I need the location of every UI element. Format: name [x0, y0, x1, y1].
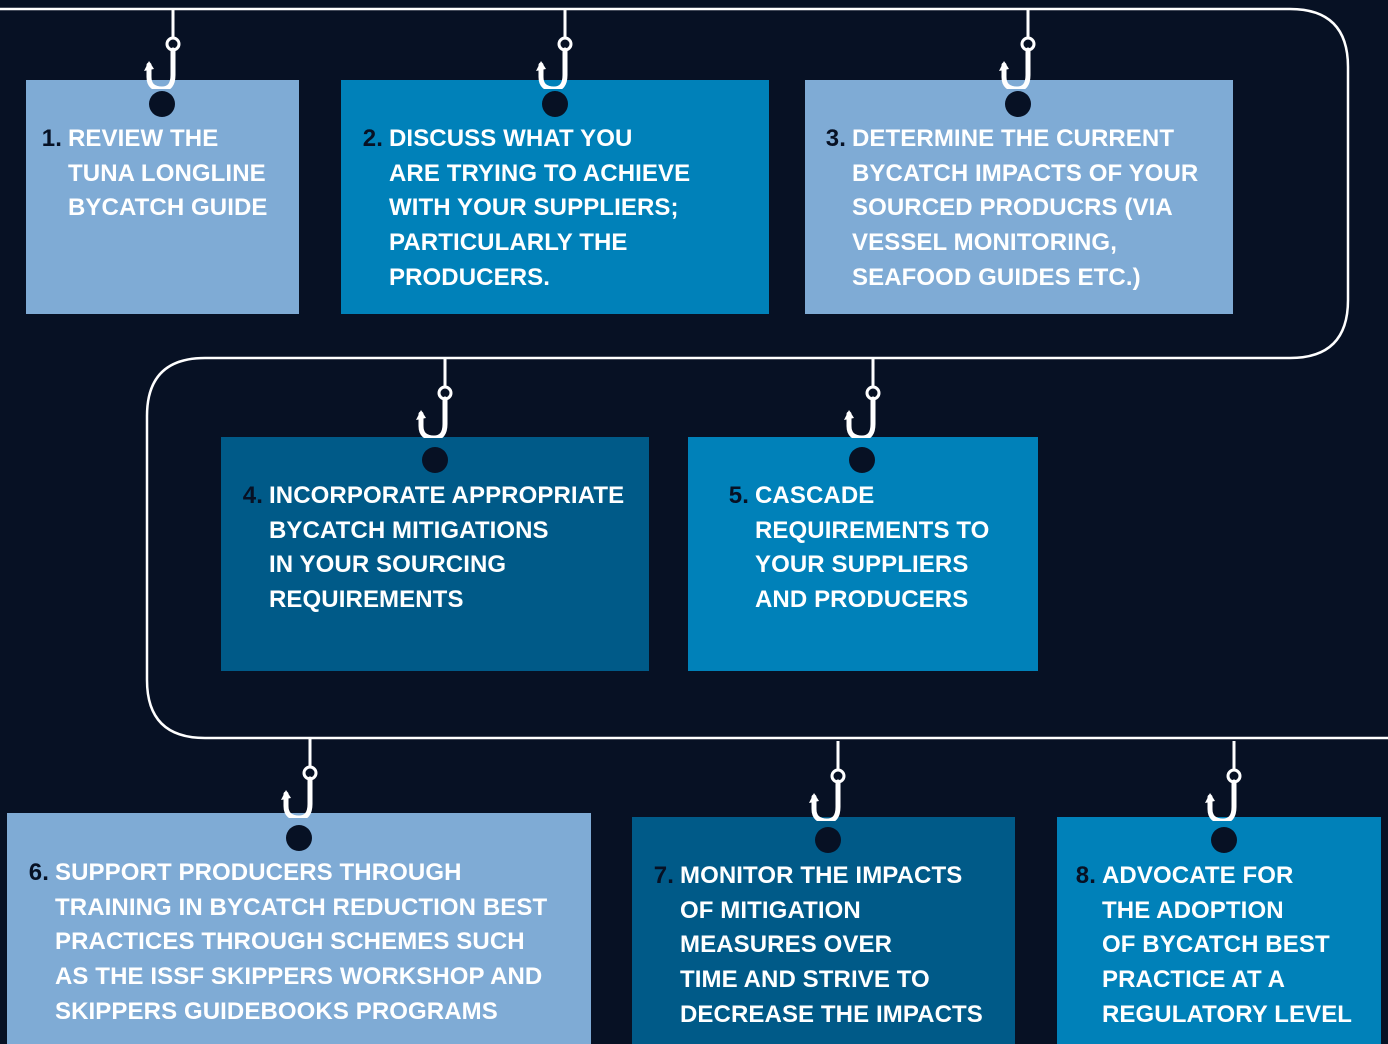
step-8-line-5: REGULATORY LEVEL	[1102, 1000, 1353, 1028]
step-6-box: 6. SUPPORT PRODUCERS THROUGH TRAINING IN…	[7, 813, 591, 1044]
fish-hook-icon	[536, 9, 573, 89]
step-4-line-3: IN YOUR SOURCING	[269, 551, 507, 579]
step-8-number: 8.	[1075, 862, 1096, 889]
step-2-line-2: ARE TRYING TO ACHIEVE	[389, 159, 691, 187]
step-7-line-1: MONITOR THE IMPACTS	[680, 862, 963, 889]
step-1-line-2: TUNA LONGLINE	[68, 159, 266, 187]
step-5-line-4: AND PRODUCERS	[755, 586, 969, 614]
step-2-line-5: PRODUCERS.	[389, 263, 551, 291]
fish-hook-icon	[281, 738, 318, 818]
step-5-line-2: REQUIREMENTS TO	[755, 516, 990, 544]
step-7-line-2: OF MITIGATION	[680, 896, 861, 924]
step-2-line-1: DISCUSS WHAT YOU	[389, 125, 633, 152]
step-1-line-3: BYCATCH GUIDE	[68, 194, 268, 222]
step-2-line-3: WITH YOUR SUPPLIERS;	[389, 194, 679, 222]
step-6-line-5: SKIPPERS GUIDEBOOKS PROGRAMS	[55, 997, 498, 1025]
step-3-line-1: DETERMINE THE CURRENT	[852, 125, 1175, 152]
fish-hook-icon	[844, 358, 881, 438]
step-3-box: 3. DETERMINE THE CURRENT BYCATCH IMPACTS…	[805, 80, 1233, 314]
step-4-line-2: BYCATCH MITIGATIONS	[269, 516, 549, 544]
step-7-line-4: TIME AND STRIVE TO	[680, 966, 930, 994]
step-5-line-1: CASCADE	[755, 482, 875, 509]
step-3-line-4: VESSEL MONITORING,	[852, 229, 1117, 257]
fish-hook-icon	[144, 9, 181, 89]
step-2-box: 2. DISCUSS WHAT YOU ARE TRYING TO ACHIEV…	[341, 80, 769, 314]
step-4-box: 4. INCORPORATE APPROPRIATE BYCATCH MITIG…	[221, 437, 649, 671]
fish-hook-icon	[809, 741, 846, 821]
step-3-line-5: SEAFOOD GUIDES ETC.)	[852, 263, 1141, 291]
fish-hook-icon	[999, 9, 1036, 89]
step-8-line-3: OF BYCATCH BEST	[1102, 931, 1330, 959]
step-2-line-4: PARTICULARLY THE	[389, 229, 628, 257]
step-7-box: 7. MONITOR THE IMPACTS OF MITIGATION MEA…	[632, 817, 1015, 1044]
step-8-line-1: ADVOCATE FOR	[1102, 862, 1294, 889]
step-3-line-3: SOURCED PRODUCRS (VIA	[852, 194, 1173, 222]
fish-hook-icon	[416, 358, 453, 438]
step-7-number: 7.	[653, 862, 674, 889]
step-8-line-4: PRACTICE AT A	[1102, 966, 1286, 994]
step-6-line-3: PRACTICES THROUGH SCHEMES SUCH	[55, 928, 525, 956]
step-7-line-3: MEASURES OVER	[680, 931, 893, 959]
step-5-box: 5. CASCADE REQUIREMENTS TO YOUR SUPPLIER…	[688, 437, 1038, 671]
step-1-number: 1.	[41, 125, 62, 152]
fish-hook-icon	[1205, 741, 1242, 821]
step-6-line-4: AS THE ISSF SKIPPERS WORKSHOP AND	[55, 963, 543, 991]
step-6-line-1: SUPPORT PRODUCERS THROUGH	[55, 859, 462, 886]
step-3-line-2: BYCATCH IMPACTS OF YOUR	[852, 159, 1199, 187]
step-8-line-2: THE ADOPTION	[1102, 896, 1284, 924]
step-8-box: 8. ADVOCATE FOR THE ADOPTION OF BYCATCH …	[1057, 817, 1381, 1044]
step-1-line-1: REVIEW THE	[68, 125, 219, 152]
step-4-line-4: REQUIREMENTS	[269, 586, 464, 614]
step-5-line-3: YOUR SUPPLIERS	[755, 551, 969, 579]
step-2-number: 2.	[362, 125, 383, 152]
step-1-box: 1. REVIEW THE TUNA LONGLINE BYCATCH GUID…	[26, 80, 299, 314]
step-3-number: 3.	[825, 125, 846, 152]
step-4-number: 4.	[242, 482, 263, 509]
step-6-line-2: TRAINING IN BYCATCH REDUCTION BEST	[55, 893, 548, 921]
step-4-line-1: INCORPORATE APPROPRIATE	[269, 482, 625, 509]
step-6-number: 6.	[28, 859, 49, 886]
step-5-number: 5.	[728, 482, 749, 509]
step-7-line-5: DECREASE THE IMPACTS	[680, 1000, 983, 1028]
